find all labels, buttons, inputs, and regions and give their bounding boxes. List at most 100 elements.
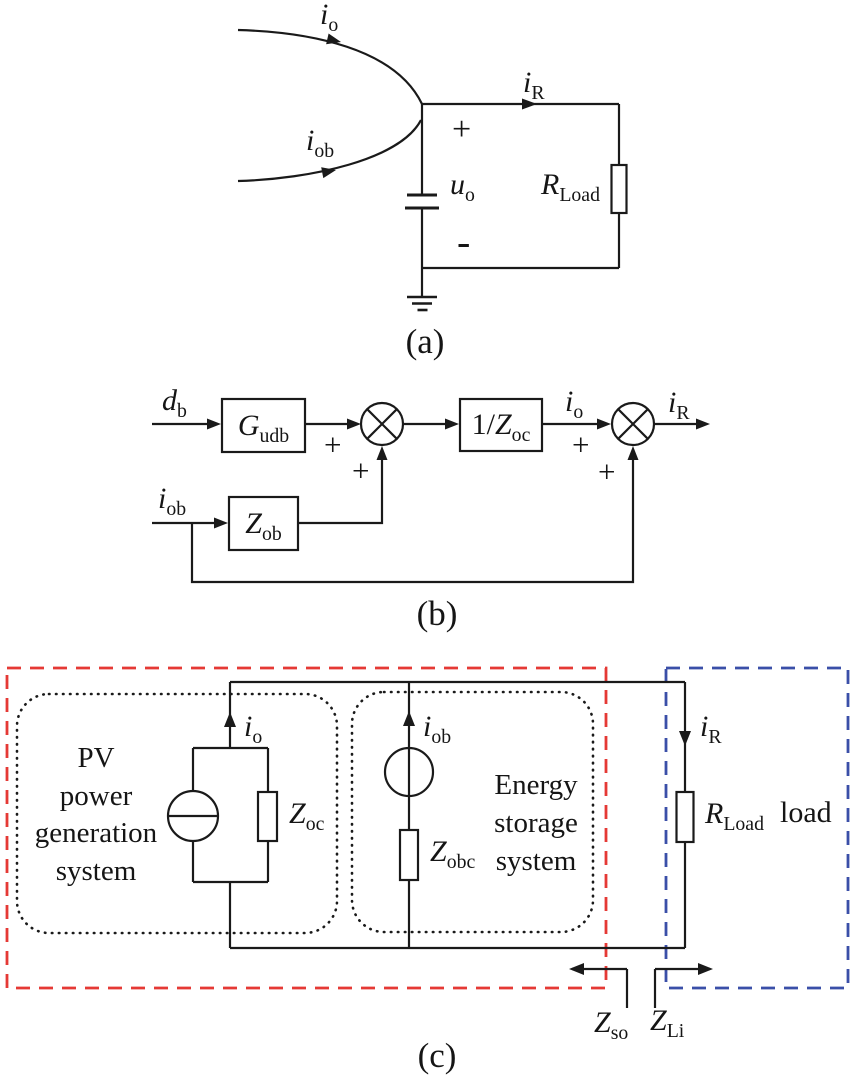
- energy-system-text: Energy storage system: [446, 766, 626, 880]
- wire-feedback-iob: [190, 457, 635, 584]
- energy-text-line2: storage: [494, 807, 578, 839]
- io-main-b: i: [565, 385, 574, 418]
- iob-label-b: iob: [158, 484, 186, 519]
- io-sub-c: o: [252, 726, 263, 748]
- storage-source: [383, 746, 435, 798]
- current-arc-iob: [237, 119, 422, 183]
- iob-sub-c: ob: [431, 726, 452, 748]
- arrowhead-db: [207, 418, 221, 430]
- panel-b-block-diagram: [152, 397, 710, 584]
- panel-a-circuit: [237, 28, 628, 312]
- rload-sub-a: Load: [559, 184, 600, 206]
- io-sub-a: o: [328, 14, 339, 36]
- sum-junction-1: [359, 401, 405, 447]
- arrowhead-io-up: [224, 712, 236, 727]
- arrowhead-invzoc-sum2: [597, 418, 611, 430]
- plus-sign-a: +: [452, 111, 472, 148]
- ground-symbol: [407, 295, 437, 312]
- arrowhead-iob-zob: [214, 517, 228, 529]
- zso-sub: so: [610, 1022, 629, 1044]
- zso-label: Zso: [594, 1006, 628, 1043]
- panel-c-equivalent-circuit: [5, 666, 850, 1008]
- resistor-rload-c: [675, 790, 695, 844]
- iR-label-a: iR: [523, 66, 545, 103]
- zso-main: Z: [594, 1006, 611, 1039]
- arrowhead-iR-down: [679, 731, 691, 746]
- arrowhead-iR: [522, 98, 537, 110]
- pv-text-line2: power: [59, 779, 133, 812]
- iR-label-c: iR: [700, 712, 722, 747]
- gudb-sub: udb: [259, 424, 290, 447]
- plus-sum1-bottom: +: [352, 453, 370, 488]
- zobc-label: Zobc: [430, 835, 475, 872]
- io-label-c: io: [244, 710, 262, 747]
- db-sub-b: b: [177, 400, 187, 422]
- io-label-a: io: [320, 0, 338, 35]
- iob-main-a: i: [306, 124, 315, 157]
- sum-junction-2: [610, 401, 656, 447]
- block-gudb: [220, 397, 307, 454]
- iob-label-a: iob: [306, 124, 334, 161]
- db-label-b: db: [162, 384, 187, 421]
- zob-block-label: Zob: [229, 497, 298, 550]
- plus-sum2-bottom: +: [598, 454, 616, 489]
- pv-text-line4: system: [55, 854, 137, 887]
- zli-label: ZLi: [650, 1004, 684, 1041]
- uo-main-a: u: [450, 168, 465, 201]
- rload-sub-c: Load: [723, 813, 764, 835]
- iR-main-a: i: [523, 66, 532, 99]
- invzoc-main: Z: [494, 408, 512, 441]
- zli-main: Z: [650, 1004, 667, 1037]
- resistor-zobc: [398, 828, 420, 882]
- zobc-sub: obc: [446, 851, 476, 873]
- zoc-sub: oc: [305, 813, 325, 835]
- gudb-main: G: [237, 408, 260, 442]
- plus-sum1-left: +: [324, 427, 342, 462]
- caption-b: (b): [416, 594, 458, 633]
- iob-sub-b: ob: [166, 498, 187, 520]
- io-main-a: i: [320, 0, 329, 31]
- minus-sign-a: -: [457, 219, 471, 264]
- arrowhead-feedback-sum2: [627, 446, 639, 460]
- rload-label-a: RLoad: [541, 168, 600, 205]
- invzoc-sub: oc: [511, 424, 531, 446]
- iR-sub-b: R: [676, 402, 690, 424]
- uo-label-a: uo: [450, 168, 475, 205]
- arrowhead-iob-arc: [321, 167, 336, 179]
- invzoc-pre: 1/: [471, 408, 495, 441]
- rload-main-a: R: [541, 168, 560, 201]
- arrowhead-sum1-invzoc: [445, 418, 459, 430]
- load-word-label: load: [780, 796, 832, 829]
- iR-main-b: i: [668, 386, 677, 419]
- arrowhead-zob-sum1: [376, 446, 388, 460]
- arrowhead-io-arc: [326, 33, 341, 45]
- arrowhead-output-iR: [696, 418, 710, 430]
- iR-sub-a: R: [531, 82, 545, 104]
- io-main-c: i: [244, 710, 253, 743]
- pv-system-dotted-box: [15, 692, 339, 935]
- db-main-b: d: [162, 384, 177, 417]
- arrowhead-zso-left: [569, 963, 584, 975]
- source-boundary-red-dashed: [5, 666, 608, 990]
- gudb-block-label: Gudb: [222, 399, 305, 452]
- arrowhead-zli-right: [698, 963, 713, 975]
- zoc-label: Zoc: [289, 797, 324, 834]
- plus-sum2-left: +: [572, 427, 590, 462]
- energy-system-dotted-box: [350, 690, 595, 934]
- io-sub-b: o: [573, 401, 584, 423]
- resistor-zoc: [256, 790, 279, 843]
- pv-text-line1: PV: [77, 742, 115, 774]
- zobc-main: Z: [430, 835, 447, 868]
- iob-main-c: i: [423, 710, 432, 743]
- zob-sub: ob: [261, 522, 282, 545]
- rload-main-c: R: [705, 797, 724, 830]
- energy-text-line3: system: [495, 845, 577, 877]
- wire-zob-to-sum1: [298, 457, 384, 525]
- uo-sub-a: o: [465, 184, 475, 206]
- zoc-main: Z: [289, 797, 306, 830]
- invzoc-block-label: 1/Zoc: [460, 399, 542, 451]
- zob-main: Z: [245, 506, 262, 540]
- io-label-b: io: [565, 385, 583, 422]
